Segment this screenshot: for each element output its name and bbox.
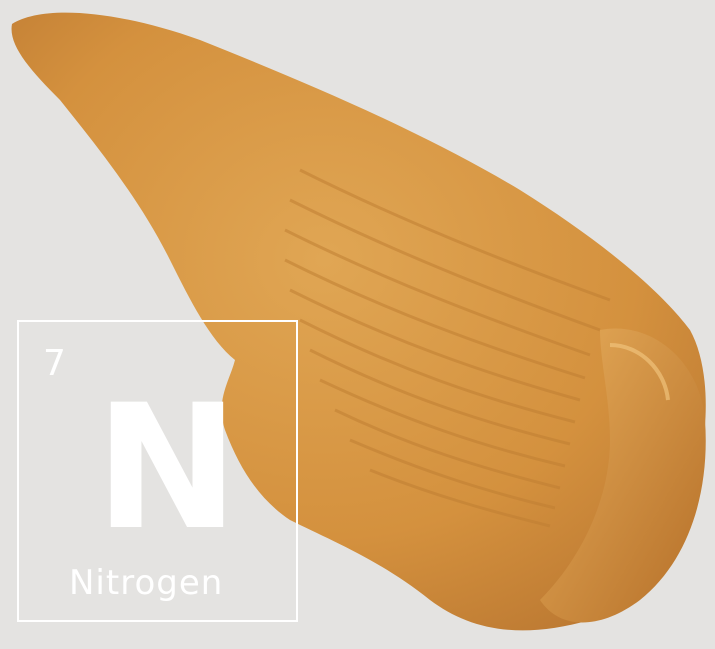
atomic-number: 7 <box>43 343 66 384</box>
element-tile: 7 N Nitrogen <box>17 320 298 622</box>
spread-ridges <box>284 168 611 528</box>
element-symbol: N <box>95 367 239 568</box>
spread-curl <box>540 328 706 623</box>
element-name: Nitrogen <box>69 563 224 603</box>
